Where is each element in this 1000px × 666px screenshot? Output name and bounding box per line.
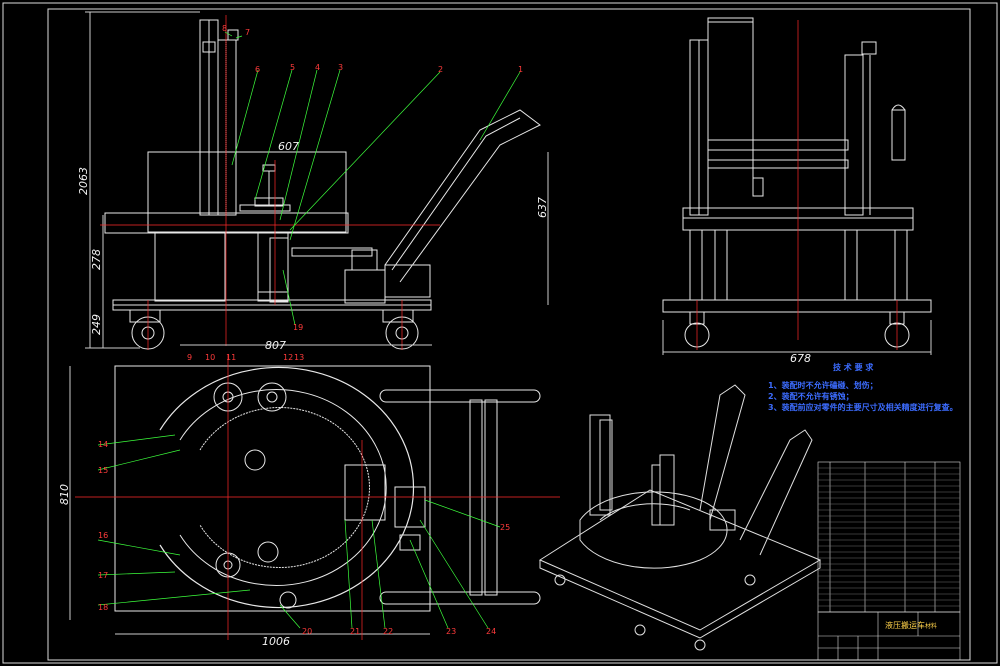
dim-plan-length: 1006 xyxy=(262,635,290,648)
balloon-5: 5 xyxy=(290,63,295,72)
balloon-9: 9 xyxy=(187,353,192,362)
note-item-1: 1、装配时不允许磕碰、划伤； xyxy=(768,380,878,391)
plan-view xyxy=(69,344,541,635)
dim-handle-height: 637 xyxy=(536,197,549,218)
side-center-lines xyxy=(696,20,898,350)
dim-lower-height: 249 xyxy=(90,314,103,335)
front-elevation-view xyxy=(85,11,549,350)
bom-rows xyxy=(818,467,960,607)
title-block xyxy=(817,611,961,661)
balloon-8: 8 xyxy=(222,24,227,33)
balloon-12: 12 xyxy=(283,353,293,362)
dim-plan-width: 807 xyxy=(265,339,286,352)
balloon-1: 1 xyxy=(518,65,523,74)
balloon-19: 19 xyxy=(293,323,303,332)
isometric-view xyxy=(538,384,822,651)
front-leaders xyxy=(224,31,521,326)
balloon-7: 7 xyxy=(245,28,250,37)
balloon-2: 2 xyxy=(438,65,443,74)
balloon-18: 18 xyxy=(98,603,108,612)
balloon-17: 17 xyxy=(98,571,108,580)
note-item-3: 3、装配前应对零件的主要尺寸及相关精度进行复查。 xyxy=(768,402,958,412)
note-item-2: 2、装配不允许有锈蚀； xyxy=(768,391,854,402)
dim-plan-depth: 810 xyxy=(58,484,71,505)
bill-of-materials xyxy=(817,461,961,613)
balloon-14: 14 xyxy=(98,440,108,449)
balloon-16: 16 xyxy=(98,531,108,540)
side-elevation-view xyxy=(662,17,932,355)
plan-center-lines xyxy=(75,355,560,640)
plan-leaders xyxy=(97,434,501,629)
balloon-20: 20 xyxy=(302,627,312,636)
balloon-22: 22 xyxy=(383,627,393,636)
front-center-lines xyxy=(100,15,440,350)
title-block-material: 材料 xyxy=(925,622,937,630)
dim-total-height: 2063 xyxy=(77,167,90,195)
notes-title: 技 术 要 求 xyxy=(833,362,874,372)
balloon-11: 11 xyxy=(226,353,236,362)
dim-side-width: 678 xyxy=(790,352,811,365)
balloon-4: 4 xyxy=(315,63,320,72)
balloon-15: 15 xyxy=(98,466,108,475)
dim-top-width: 607 xyxy=(278,140,299,153)
balloon-13: 13 xyxy=(294,353,304,362)
dim-upper-height: 278 xyxy=(90,249,103,270)
balloon-10: 10 xyxy=(205,353,215,362)
balloon-3: 3 xyxy=(338,63,343,72)
balloon-21: 21 xyxy=(350,627,360,636)
balloon-25: 25 xyxy=(500,523,510,532)
balloon-24: 24 xyxy=(486,627,496,636)
balloon-6: 6 xyxy=(255,65,260,74)
title-block-name: 液压搬运车 xyxy=(885,620,925,630)
balloon-23: 23 xyxy=(446,627,456,636)
inner-frame xyxy=(47,8,971,661)
